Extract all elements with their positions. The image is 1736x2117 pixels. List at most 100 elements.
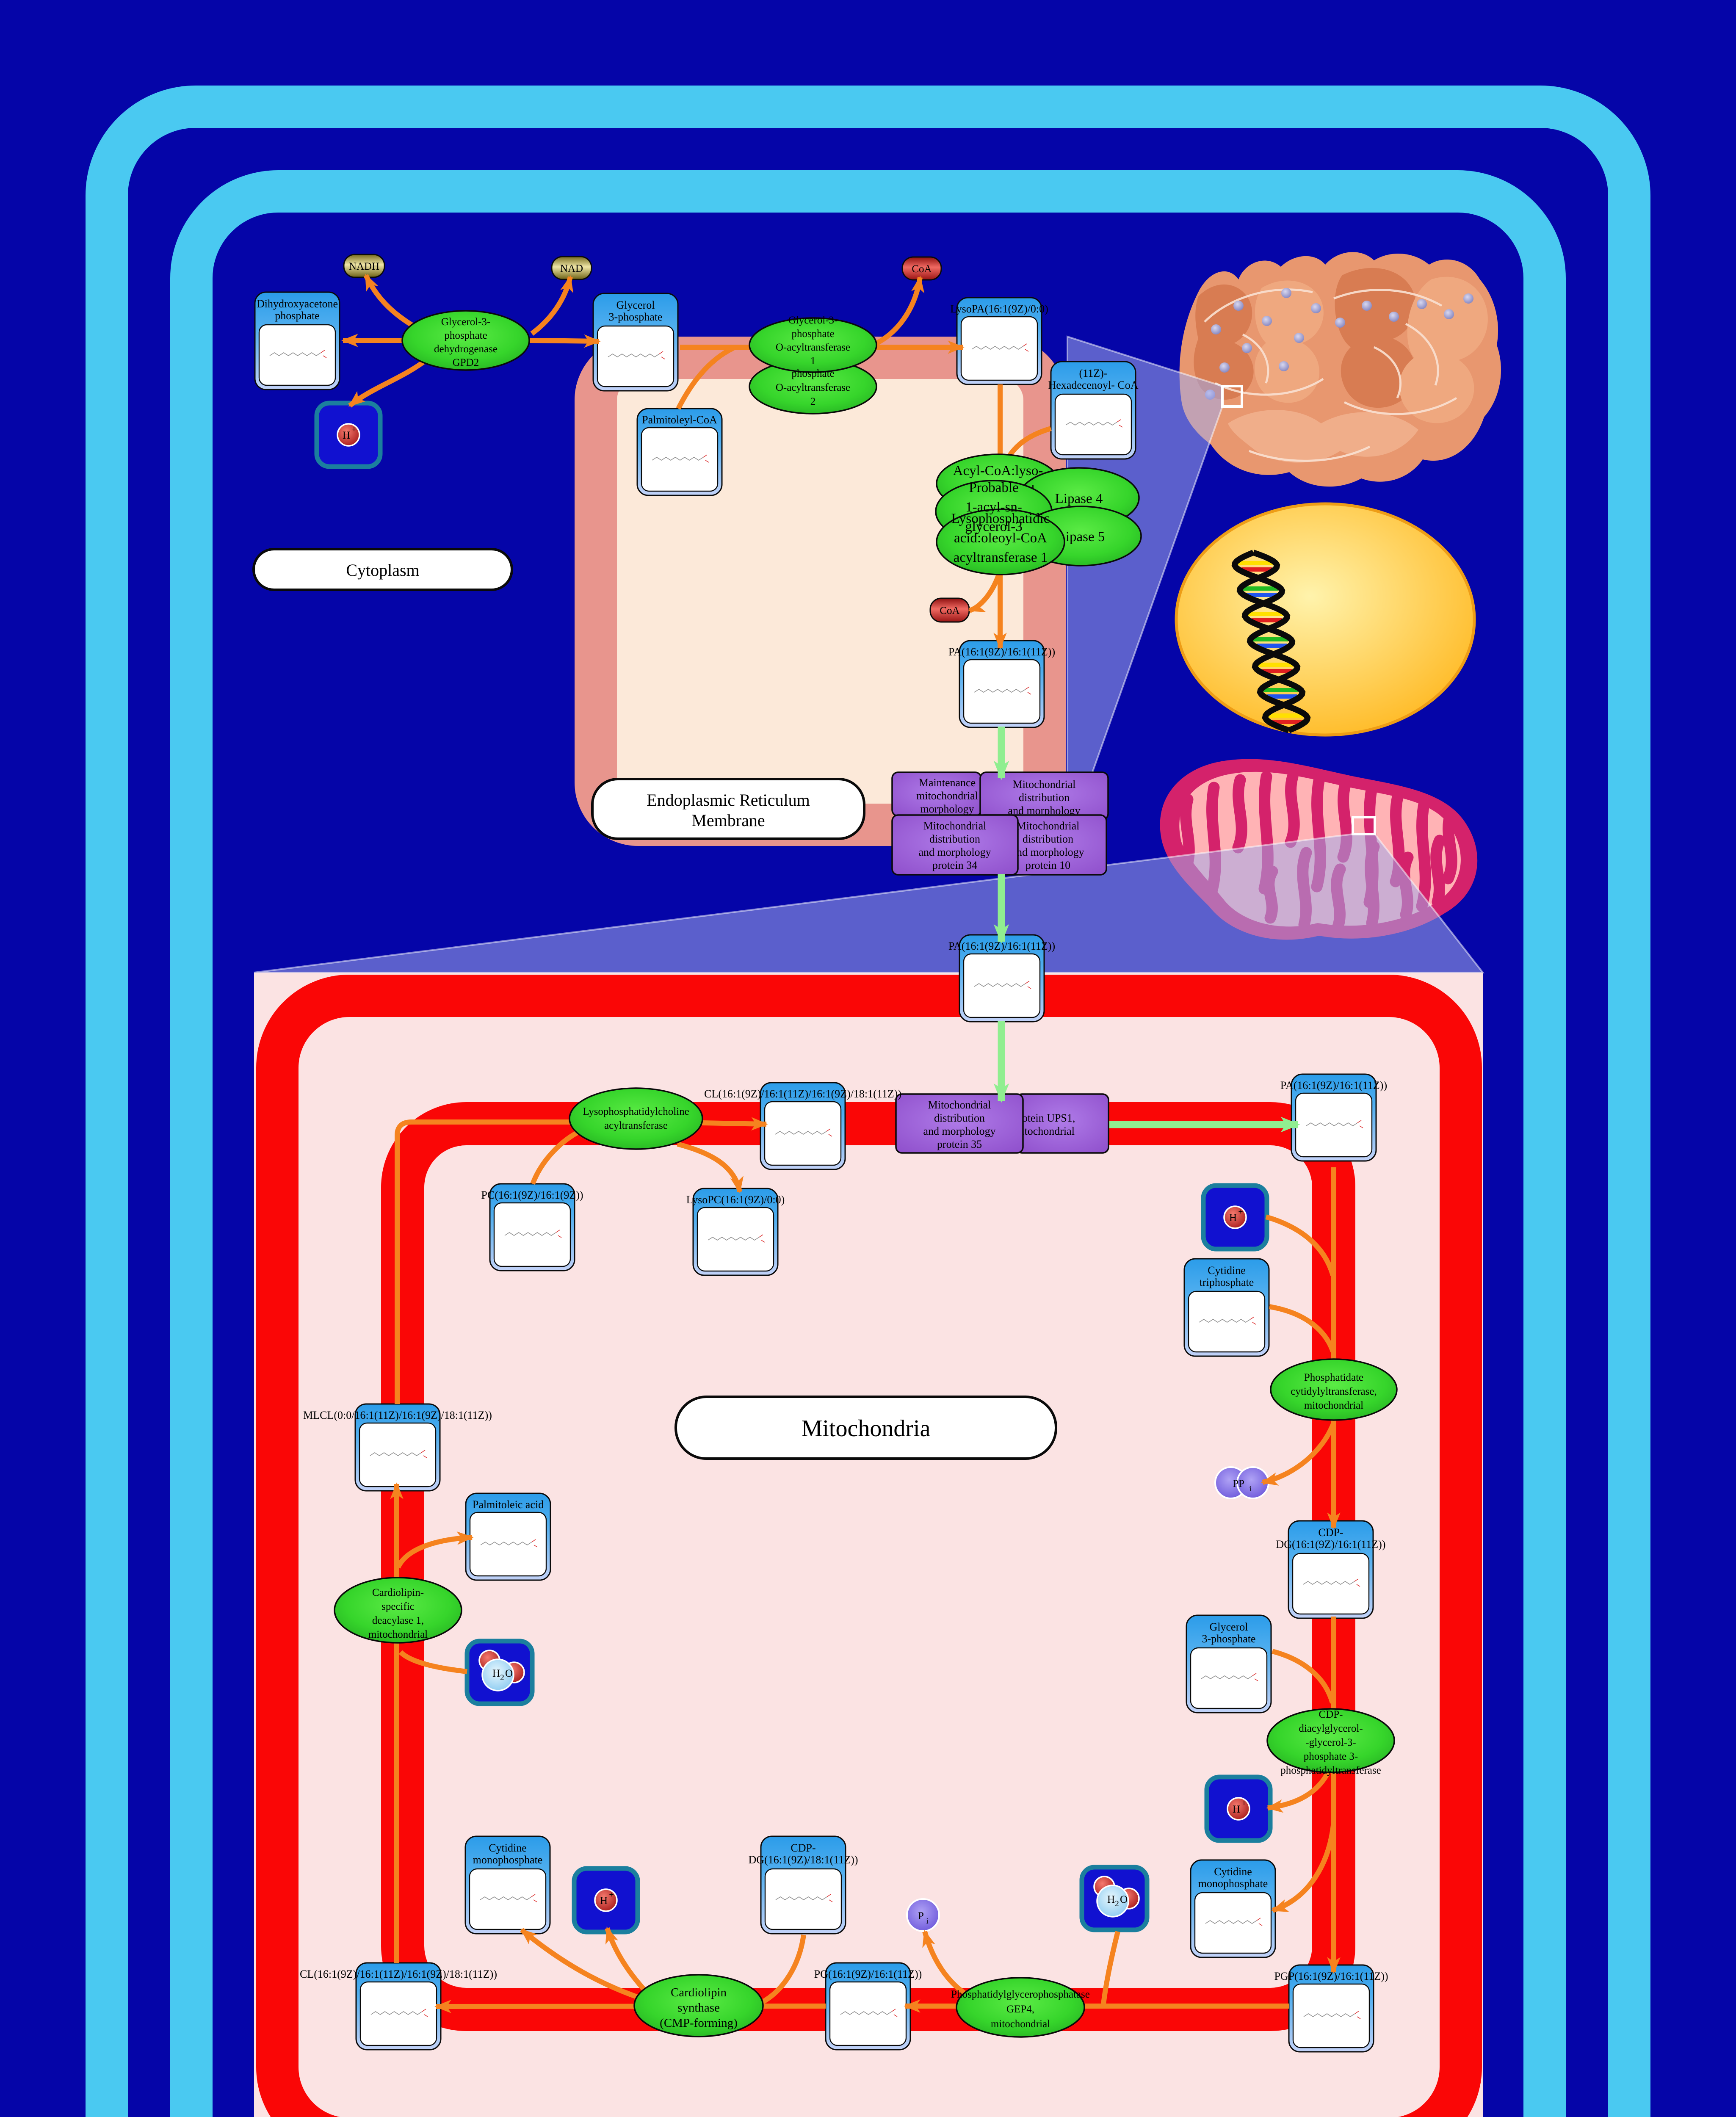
- svg-text:Membrane: Membrane: [691, 811, 765, 830]
- svg-text:distribution: distribution: [934, 1112, 985, 1124]
- svg-text:Mitochondria: Mitochondria: [802, 1415, 931, 1442]
- svg-text:distribution: distribution: [929, 833, 980, 845]
- svg-text:Acyl-CoA:lyso-: Acyl-CoA:lyso-: [953, 463, 1043, 478]
- svg-text:Phosphatidylglycerophosphatase: Phosphatidylglycerophosphatase: [951, 1989, 1090, 2000]
- svg-text:Cytidine: Cytidine: [1208, 1264, 1246, 1277]
- svg-text:Lipase 4: Lipase 4: [1055, 491, 1103, 506]
- svg-text:specific: specific: [381, 1601, 415, 1612]
- svg-text:LysoPC(16:1(9Z)/0:0): LysoPC(16:1(9Z)/0:0): [686, 1194, 785, 1206]
- svg-text:Cardiolipin: Cardiolipin: [671, 1986, 727, 1999]
- svg-text:protein 10: protein 10: [1026, 859, 1070, 871]
- svg-text:O: O: [505, 1668, 513, 1679]
- svg-text:deacylase 1,: deacylase 1,: [372, 1615, 424, 1626]
- svg-text:Mitochondrial: Mitochondrial: [1013, 778, 1076, 790]
- svg-text:LysoPA(16:1(9Z)/0:0): LysoPA(16:1(9Z)/0:0): [950, 303, 1048, 315]
- svg-text:and morphology: and morphology: [923, 1125, 995, 1137]
- svg-text:MLCL(0:0/16:1(11Z)/16:1(9Z)/18: MLCL(0:0/16:1(11Z)/16:1(9Z)/18:1(11Z)): [303, 1409, 492, 1421]
- svg-text:PA(16:1(9Z)/16:1(11Z)): PA(16:1(9Z)/16:1(11Z)): [1280, 1079, 1387, 1092]
- svg-text:3-phosphate: 3-phosphate: [608, 311, 662, 323]
- svg-text:glycerol-3: glycerol-3: [965, 519, 1023, 534]
- svg-text:distribution: distribution: [1019, 791, 1070, 804]
- svg-text:1: 1: [810, 355, 816, 367]
- svg-text:cytidylyltransferase,: cytidylyltransferase,: [1291, 1386, 1377, 1397]
- svg-text:monophosphate: monophosphate: [473, 1854, 543, 1866]
- svg-text:monophosphate: monophosphate: [1198, 1877, 1268, 1890]
- svg-text:Endoplasmic Reticulum: Endoplasmic Reticulum: [647, 790, 810, 810]
- svg-text:phosphate: phosphate: [791, 328, 834, 340]
- svg-text:2: 2: [810, 396, 816, 407]
- svg-text:acid:oleoyl-CoA: acid:oleoyl-CoA: [954, 531, 1047, 546]
- svg-text:GEP4,: GEP4,: [1006, 2004, 1034, 2015]
- svg-text:PP: PP: [1233, 1478, 1244, 1490]
- svg-text:DG(16:1(9Z)/16:1(11Z)): DG(16:1(9Z)/16:1(11Z)): [1276, 1538, 1386, 1550]
- svg-text:Glycerol-3-: Glycerol-3-: [441, 316, 491, 328]
- svg-text:CDP-: CDP-: [1319, 1709, 1343, 1720]
- svg-text:Mitochondrial: Mitochondrial: [1017, 820, 1080, 832]
- svg-text:mitochondrial: mitochondrial: [1304, 1400, 1363, 1411]
- svg-text:1-acyl-sn-: 1-acyl-sn-: [965, 500, 1022, 515]
- svg-text:+: +: [1238, 1207, 1243, 1216]
- svg-text:(CMP-forming): (CMP-forming): [660, 2016, 738, 2030]
- svg-text:H: H: [343, 430, 350, 441]
- svg-text:synthase: synthase: [677, 2001, 720, 2015]
- svg-text:NADH: NADH: [349, 261, 379, 272]
- svg-text:+: +: [1241, 1799, 1246, 1808]
- svg-text:i: i: [926, 1917, 928, 1926]
- svg-text:triphosphate: triphosphate: [1200, 1276, 1254, 1288]
- svg-text:CDP-: CDP-: [791, 1842, 815, 1854]
- svg-text:and morphology: and morphology: [918, 846, 991, 858]
- svg-text:Glycerol: Glycerol: [616, 299, 655, 311]
- svg-text:2: 2: [1115, 1899, 1119, 1908]
- svg-text:phosphatidyltransferase: phosphatidyltransferase: [1280, 1765, 1381, 1776]
- svg-text:CL(16:1(9Z)/16:1(11Z)/16:1(9Z): CL(16:1(9Z)/16:1(11Z)/16:1(9Z)/18:1(11Z)…: [300, 1968, 497, 1980]
- svg-text:phosphate: phosphate: [444, 330, 487, 341]
- svg-text:P: P: [918, 1910, 924, 1922]
- svg-text:distribution: distribution: [1023, 833, 1073, 845]
- svg-text:protein 34: protein 34: [932, 859, 977, 871]
- svg-text:O-acyltransferase: O-acyltransferase: [776, 342, 850, 353]
- svg-text:Hexadecenoyl- CoA: Hexadecenoyl- CoA: [1048, 379, 1139, 391]
- svg-text:diacylglycerol-: diacylglycerol-: [1299, 1723, 1363, 1734]
- svg-text:Lysophosphatidylcholine: Lysophosphatidylcholine: [583, 1106, 689, 1117]
- svg-text:Dihydroxyacetone: Dihydroxyacetone: [257, 298, 338, 310]
- svg-text:Cytidine: Cytidine: [489, 1842, 527, 1854]
- svg-text:+: +: [351, 425, 356, 434]
- svg-text:PC(16:1(9Z)/16:1(9Z)): PC(16:1(9Z)/16:1(9Z)): [481, 1189, 583, 1201]
- svg-text:NAD: NAD: [560, 263, 583, 274]
- svg-text:Glycerol-3-: Glycerol-3-: [788, 315, 838, 326]
- svg-text:i: i: [1249, 1484, 1251, 1493]
- svg-text:GPD2: GPD2: [453, 357, 479, 368]
- svg-text:Mitochondrial: Mitochondrial: [923, 820, 987, 832]
- svg-text:and morphology: and morphology: [1012, 846, 1084, 858]
- svg-text:protein 35: protein 35: [937, 1138, 982, 1150]
- svg-text:CoA: CoA: [940, 605, 959, 616]
- svg-text:phosphate: phosphate: [275, 310, 319, 322]
- svg-text:3-phosphate: 3-phosphate: [1202, 1633, 1255, 1645]
- svg-text:phosphate 3-: phosphate 3-: [1304, 1751, 1358, 1762]
- svg-text:morphology: morphology: [920, 803, 974, 815]
- svg-text:H: H: [1233, 1804, 1240, 1815]
- svg-text:CL(16:1(9Z)/16:1(11Z)/16:1(9Z): CL(16:1(9Z)/16:1(11Z)/16:1(9Z)/18:1(11Z)…: [704, 1088, 901, 1100]
- svg-text:Glycerol: Glycerol: [1210, 1621, 1248, 1633]
- svg-text:dehydrogenase: dehydrogenase: [434, 343, 498, 355]
- svg-text:mitochondrial: mitochondrial: [916, 790, 978, 802]
- svg-text:phosphate: phosphate: [791, 368, 834, 379]
- svg-text:H: H: [600, 1895, 608, 1907]
- svg-text:Cytidine: Cytidine: [1214, 1866, 1252, 1878]
- svg-text:PG(16:1(9Z)/16:1(11Z)): PG(16:1(9Z)/16:1(11Z)): [814, 1968, 922, 1980]
- svg-text:Palmitoleyl-CoA: Palmitoleyl-CoA: [642, 414, 717, 426]
- svg-text:Mitochondrial: Mitochondrial: [928, 1099, 991, 1111]
- svg-text:Palmitoleic acid: Palmitoleic acid: [473, 1498, 544, 1511]
- svg-text:CDP-: CDP-: [1318, 1526, 1343, 1539]
- svg-text:H: H: [1107, 1894, 1115, 1905]
- svg-text:H: H: [1229, 1212, 1237, 1224]
- svg-text:O: O: [1120, 1894, 1128, 1905]
- svg-text:-glycerol-3-: -glycerol-3-: [1305, 1737, 1356, 1748]
- svg-text:DG(16:1(9Z)/18:1(11Z)): DG(16:1(9Z)/18:1(11Z)): [749, 1854, 858, 1866]
- svg-text:PA(16:1(9Z)/16:1(11Z)): PA(16:1(9Z)/16:1(11Z)): [948, 940, 1055, 952]
- svg-text:Lysophosphatidic: Lysophosphatidic: [951, 511, 1050, 526]
- svg-text:Cytoplasm: Cytoplasm: [346, 561, 419, 580]
- svg-text:mitochondrial: mitochondrial: [368, 1629, 428, 1640]
- svg-text:2: 2: [500, 1673, 504, 1682]
- svg-text:Phosphatidate: Phosphatidate: [1304, 1372, 1363, 1383]
